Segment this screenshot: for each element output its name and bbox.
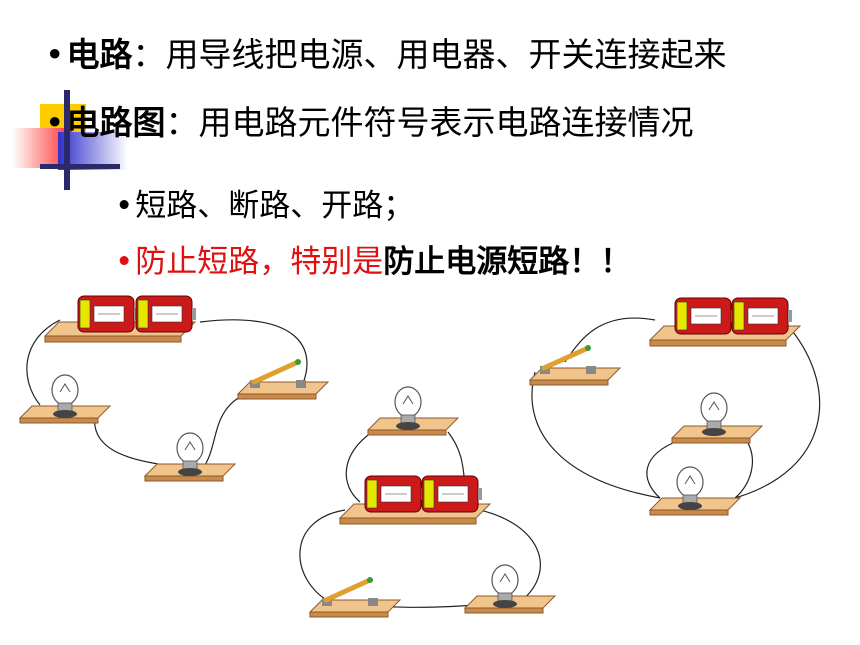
sub-bullet-warning: •防止短路，特别是防止电源短路！！ <box>115 236 631 281</box>
bullet-circuit-diagram-definition: •电路图：用电路元件符号表示电路连接情况 <box>45 96 693 144</box>
bullet-marker: • <box>115 244 134 280</box>
bulb-icon <box>51 374 79 419</box>
battery-icon <box>421 475 483 513</box>
circuit-parallel-bulbs <box>529 297 821 516</box>
bullet-marker: • <box>115 188 134 224</box>
bulb-icon <box>176 432 204 477</box>
battery-icon <box>77 295 139 333</box>
term-circuit-diagram: 电路图 <box>66 103 166 142</box>
circuit-short-across-battery <box>299 386 556 618</box>
bulb-icon <box>394 386 422 431</box>
circuit-series-two-bulbs <box>19 295 329 482</box>
term-separator: ： <box>165 103 199 142</box>
term-separator: ： <box>132 35 166 74</box>
battery-icon <box>135 295 197 333</box>
definition-text: 用导线把电源、用电器、开关连接起来 <box>165 35 727 74</box>
warning-text: 防止短路，特别是 <box>135 244 384 280</box>
battery-icon <box>731 297 793 335</box>
bullet-circuit-definition: •电路：用导线把电源、用电器、开关连接起来 <box>45 28 726 76</box>
warning-emphasis: 防止电源短路！！ <box>383 244 632 280</box>
term-circuit: 电路 <box>66 35 133 74</box>
bullet-marker: • <box>45 35 65 74</box>
bulb-icon <box>700 392 728 437</box>
bulb-icon <box>491 564 519 609</box>
circuit-illustrations <box>19 295 821 618</box>
battery-icon <box>364 475 426 513</box>
bulb-icon <box>676 466 704 511</box>
corner-decoration <box>0 90 130 200</box>
battery-icon <box>674 297 736 335</box>
circuit-states-text: 短路、断路、开路； <box>135 188 415 224</box>
definition-text: 用电路元件符号表示电路连接情况 <box>198 103 694 142</box>
bullet-marker: • <box>45 103 65 142</box>
sub-bullet-circuit-states: •短路、断路、开路； <box>115 180 414 225</box>
